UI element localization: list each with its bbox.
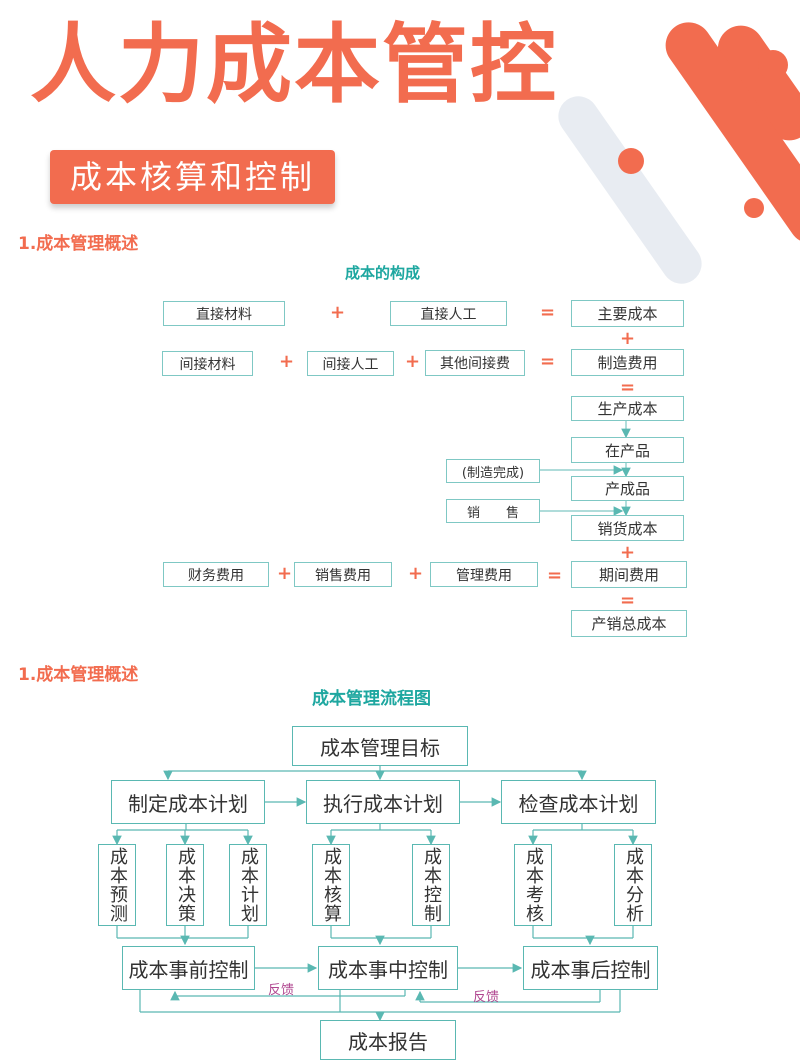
box-pre-control: 成本事前控制 xyxy=(122,946,255,990)
decor-dot xyxy=(744,198,764,218)
subtitle-text: 成本核算和控制 xyxy=(69,158,315,196)
equals-sign: = xyxy=(620,590,636,611)
box-decision: 成本决策 xyxy=(166,844,204,926)
box-direct-material: 直接材料 xyxy=(163,301,285,326)
equals-sign: = xyxy=(540,302,556,323)
page-title: 人力成本管控 xyxy=(30,15,558,115)
box-sales-expense: 销售费用 xyxy=(294,562,392,587)
decor-dot xyxy=(758,50,788,80)
section-heading: 1.成本管理概述 xyxy=(18,234,139,254)
box-plan: 成本计划 xyxy=(229,844,267,926)
box-mid-control: 成本事中控制 xyxy=(318,946,458,990)
box-financial-expense: 财务费用 xyxy=(163,562,269,587)
equals-sign: = xyxy=(547,565,563,586)
box-direct-labor: 直接人工 xyxy=(390,301,507,326)
section-heading: 1.成本管理概述 xyxy=(18,665,139,685)
plus-sign: + xyxy=(279,351,295,372)
box-indirect-labor: 间接人工 xyxy=(307,351,394,376)
box-control: 成本控制 xyxy=(412,844,450,926)
plus-sign: + xyxy=(405,351,421,372)
box-production-cost: 生产成本 xyxy=(571,396,684,421)
box-cost-of-sales: 销货成本 xyxy=(571,515,684,541)
box-period-expense: 期间费用 xyxy=(571,561,687,588)
box-total-cost: 产销总成本 xyxy=(571,610,687,637)
diagram-title: 成本的构成 xyxy=(345,264,421,282)
box-plan-check: 检查成本计划 xyxy=(501,780,656,824)
plus-sign: + xyxy=(408,563,424,584)
feedback-label: 反馈 xyxy=(268,983,295,998)
box-analysis: 成本分析 xyxy=(614,844,652,926)
box-admin-expense: 管理费用 xyxy=(430,562,538,587)
plus-sign: + xyxy=(620,328,636,349)
plus-sign: + xyxy=(620,542,636,563)
box-forecast: 成本预测 xyxy=(98,844,136,926)
box-sales: 销 售 xyxy=(446,499,540,523)
box-plan-exec: 执行成本计划 xyxy=(306,780,460,824)
box-wip: 在产品 xyxy=(571,437,684,463)
box-post-control: 成本事后控制 xyxy=(523,946,658,990)
feedback-label: 反馈 xyxy=(473,990,500,1005)
equals-sign: = xyxy=(620,377,636,398)
subtitle-banner: 成本核算和控制 xyxy=(50,150,335,204)
box-other-indirect: 其他间接费 xyxy=(425,350,525,376)
box-manufacturing-cost: 制造费用 xyxy=(571,349,684,376)
diagram-title: 成本管理流程图 xyxy=(312,689,431,709)
plus-sign: + xyxy=(277,563,293,584)
decor-dot xyxy=(618,148,644,174)
box-goal: 成本管理目标 xyxy=(292,726,468,766)
box-finished-goods: 产成品 xyxy=(571,476,684,501)
equals-sign: = xyxy=(540,351,556,372)
box-accounting: 成本核算 xyxy=(312,844,350,926)
plus-sign: + xyxy=(330,302,346,323)
box-assess: 成本考核 xyxy=(514,844,552,926)
box-main-cost: 主要成本 xyxy=(571,300,684,327)
box-indirect-material: 间接材料 xyxy=(162,351,253,376)
box-report: 成本报告 xyxy=(320,1020,456,1060)
box-plan-make: 制定成本计划 xyxy=(111,780,265,824)
box-made-done: (制造完成) xyxy=(446,459,540,483)
